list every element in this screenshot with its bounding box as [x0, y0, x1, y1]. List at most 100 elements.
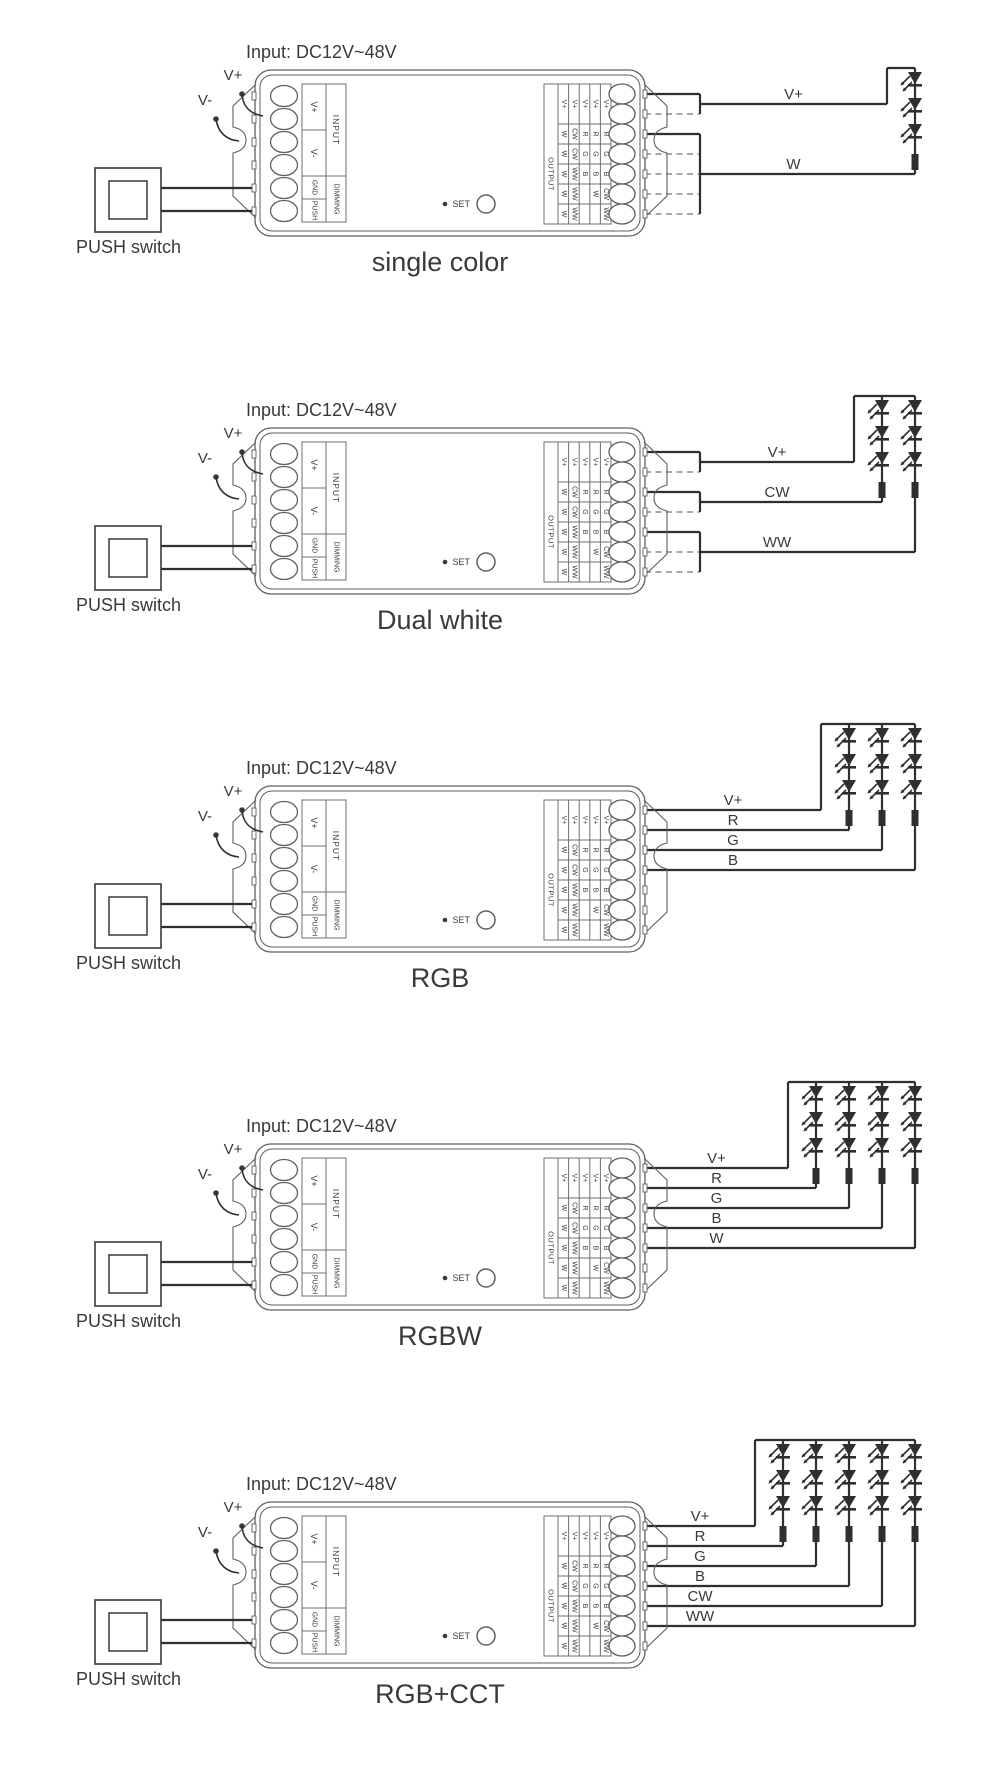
wire-label-vplus: V+: [784, 86, 803, 103]
input-terminal-label: V-: [309, 1223, 319, 1232]
output-matrix-cell: W: [560, 887, 567, 894]
terminal-slot: [251, 876, 257, 886]
supply-vplus-label: V+: [224, 1499, 243, 1516]
input-terminal-label: V+: [309, 817, 319, 828]
led-cathode-bar: [875, 1124, 889, 1127]
terminal-slot: [642, 1641, 648, 1651]
terminal-slot: [251, 1211, 257, 1221]
screw-terminal: [269, 1250, 299, 1274]
output-terminal-block: [608, 83, 636, 225]
wire-label-b: B: [695, 1568, 705, 1585]
input-terminal-label: GND: [311, 538, 318, 554]
output-matrix-cell: CW: [570, 864, 577, 876]
output-matrix-cell: V+: [581, 1532, 588, 1541]
device-body-inner: [259, 432, 641, 590]
led-icon: [867, 1496, 889, 1516]
output-matrix-cell: WW: [602, 923, 609, 937]
terminal-slot: [642, 149, 648, 159]
led-cathode-bar: [776, 1456, 790, 1459]
right-flange: [643, 83, 668, 219]
light-arrow: [904, 1479, 913, 1488]
terminal-slot: [251, 183, 257, 193]
light-arrow: [902, 403, 911, 412]
output-matrix-cell: B: [592, 1246, 599, 1251]
screw-terminal: [608, 1237, 636, 1259]
output-matrix-cell: R: [581, 489, 588, 494]
output-matrix-cell: CW: [570, 1580, 577, 1592]
output-matrix-cell: V+: [570, 816, 577, 825]
led-cathode-bar: [875, 792, 889, 795]
screw-terminal: [269, 107, 299, 131]
output-matrix-cell: W: [560, 1265, 567, 1272]
screw-terminal: [608, 481, 636, 503]
terminal-slot: [642, 1601, 648, 1611]
output-matrix-cell: R: [592, 847, 599, 852]
output-matrix-cell: CW: [602, 904, 609, 916]
light-arrow-head: [900, 763, 905, 768]
resistor: [845, 810, 853, 826]
screw-terminal: [608, 203, 636, 225]
light-arrow-head: [867, 737, 872, 742]
resistor: [878, 810, 886, 826]
output-matrix-cell: WW: [602, 1639, 609, 1653]
light-arrow-head: [867, 789, 872, 794]
terminal-slot: [251, 1615, 257, 1625]
device-body-inner: [259, 74, 641, 232]
light-arrow: [803, 1447, 812, 1456]
wire-label-vplus: V+: [691, 1508, 710, 1525]
light-arrow-head: [801, 1453, 806, 1458]
light-arrow-head: [869, 467, 874, 472]
diagram-svg: V+WV+V-GNDPUSHINPUTDIMMINGOUTPUTV+WWWWWV…: [94, 66, 922, 237]
led-cathode-bar: [842, 792, 856, 795]
led-icon: [900, 1138, 922, 1158]
light-arrow-head: [867, 1121, 872, 1126]
light-arrow: [869, 1473, 878, 1482]
output-matrix-cell: V+: [560, 1532, 567, 1541]
wire-label-g: G: [711, 1190, 723, 1207]
light-arrow-head: [867, 409, 872, 414]
output-matrix-cell: R: [592, 489, 599, 494]
light-arrow: [803, 1141, 812, 1150]
light-arrow-head: [869, 743, 874, 748]
light-arrow-head: [900, 81, 905, 86]
output-matrix-cell: R: [581, 847, 588, 852]
terminal-slot: [642, 547, 648, 557]
light-arrow: [770, 1499, 779, 1508]
led-chain: [900, 396, 922, 552]
output-matrix-cell: WW: [570, 923, 577, 937]
light-arrow-head: [900, 133, 905, 138]
output-matrix-cell: V+: [581, 1174, 588, 1183]
input-terminal-label: PUSH: [311, 201, 318, 220]
output-matrix-cell: B: [592, 888, 599, 893]
screw-terminal: [608, 83, 636, 105]
led-triangle: [908, 400, 922, 412]
light-arrow: [904, 1505, 913, 1514]
input-terminal-label: V+: [309, 1533, 319, 1544]
light-arrow: [869, 403, 878, 412]
wire-label-vplus: V+: [724, 792, 743, 809]
output-matrix-cell: B: [602, 1246, 609, 1251]
light-arrow-head: [902, 139, 907, 144]
terminal-slot: [642, 1263, 648, 1273]
led-triangle: [875, 1138, 889, 1150]
led-icon: [900, 780, 922, 800]
terminal-slot: [251, 518, 257, 528]
right-flange: [643, 1157, 668, 1293]
terminal-slot: [251, 472, 257, 482]
supply-vminus-label: V-: [198, 1524, 212, 1541]
screw-terminal: [269, 84, 299, 108]
input-terminal-label: GND: [311, 1612, 318, 1628]
terminal-slot: [642, 905, 648, 915]
output-matrix-cell: G: [592, 509, 599, 514]
output-header-label: OUTPUT: [547, 1231, 556, 1265]
output-matrix-cell: G: [602, 151, 609, 156]
output-label-table: OUTPUTV+WWWWWV+CWCWWWWWWWV+RGBV+RGBWV+RG…: [543, 1157, 612, 1299]
input-terminal-label: PUSH: [311, 559, 318, 578]
status-led-dot: [442, 201, 448, 207]
light-arrow: [836, 1473, 845, 1482]
light-arrow-head: [902, 441, 907, 446]
output-matrix-cell: V+: [581, 458, 588, 467]
led-cathode-bar: [908, 1482, 922, 1485]
led-cathode-bar: [809, 1150, 823, 1153]
